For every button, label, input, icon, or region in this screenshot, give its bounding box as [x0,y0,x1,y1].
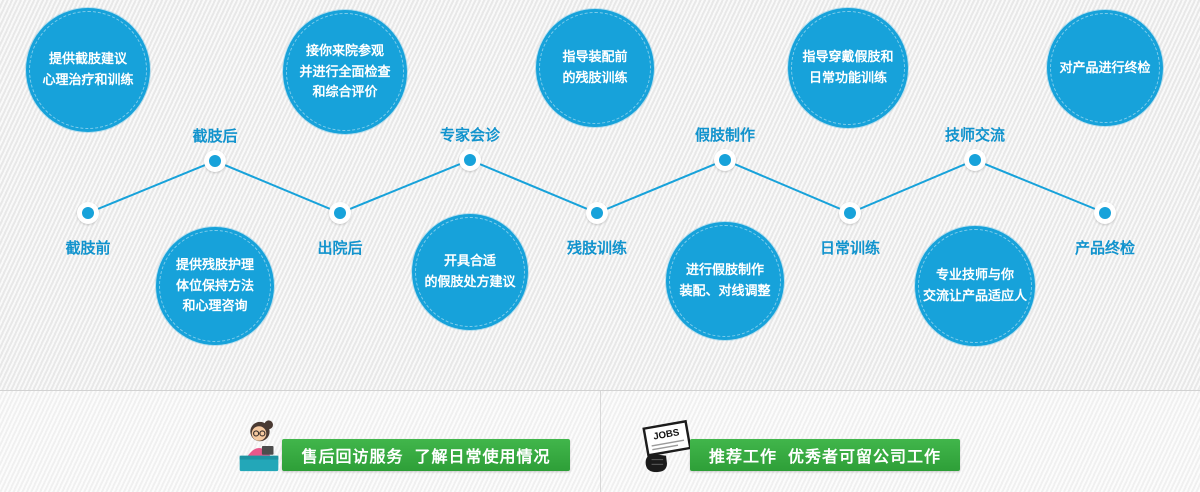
timeline-node [77,202,99,224]
info-bubble: 指导穿戴假肢和 日常功能训练 [788,8,908,128]
customer-service-woman-icon [239,420,279,472]
stage-label: 截肢后 [192,128,238,145]
timeline-node-dot [719,154,731,166]
info-bubble: 对产品进行终检 [1047,10,1163,126]
footer-section: 售后回访服务 了解日常使用情况 JOBS 推荐工作 优秀者可留公司工作 [0,390,1200,492]
timeline-node [839,202,861,224]
after-sales-banner[interactable]: 售后回访服务 了解日常使用情况 [282,439,570,471]
stage-label: 专家会诊 [439,127,500,144]
stage-label: 截肢前 [65,240,111,257]
service-timeline: 提供截肢建议 心理治疗和训练 接你来院参观 并进行全面检查 和综合评价 指导装配… [26,8,1163,346]
after-sales-banner-text: 售后回访服务 了解日常使用情况 [301,449,551,466]
info-bubble-text: 指导穿戴假肢和 日常功能训练 [802,49,894,85]
footer-vertical-divider [600,391,601,492]
info-bubble-text: 专业技师与你 交流让产品适应人 [922,267,1027,303]
info-bubble: 接你来院参观 并进行全面检查 和综合评价 [283,10,407,134]
stage-label: 出院后 [317,240,363,257]
info-bubble: 提供残肢护理 体位保持方法 和心理咨询 [156,227,274,345]
job-recommendation-banner-text: 推荐工作 优秀者可留公司工作 [709,449,941,466]
info-bubble-text: 接你来院参观 并进行全面检查 和综合评价 [299,42,391,100]
timeline-node-dot [209,155,221,167]
timeline-node [204,150,226,172]
info-bubble: 提供截肢建议 心理治疗和训练 [26,8,150,132]
jobs-newspaper-hand-icon: JOBS [642,419,692,473]
stage-label: 产品终检 [1074,240,1135,257]
info-bubble: 专业技师与你 交流让产品适应人 [915,226,1035,346]
timeline-node-dot [969,154,981,166]
stage-label: 残肢训练 [566,240,627,257]
job-recommendation-banner[interactable]: 推荐工作 优秀者可留公司工作 [690,439,960,471]
timeline-node [1094,202,1116,224]
jobs-icon-label: JOBS [653,427,681,442]
info-bubble-text: 对产品进行终检 [1059,59,1151,75]
timeline-node [329,202,351,224]
info-bubble: 进行假肢制作 装配、对线调整 [666,222,784,340]
info-bubble: 开具合适 的假肢处方建议 [412,214,528,330]
timeline-node [714,149,736,171]
timeline-node-dot [334,207,346,219]
timeline-node-dot [844,207,856,219]
info-bubble-text: 进行假肢制作 装配、对线调整 [679,262,771,298]
info-bubble-text: 提供截肢建议 心理治疗和训练 [42,51,134,87]
timeline-node-dot [82,207,94,219]
timeline-node [586,202,608,224]
timeline-node-dot [591,207,603,219]
info-bubble-text: 提供残肢护理 体位保持方法 和心理咨询 [175,256,254,314]
timeline-node-dot [1099,207,1111,219]
timeline-node-dot [464,154,476,166]
info-bubble: 指导装配前 的残肢训练 [536,9,654,127]
stage-label: 日常训练 [819,240,880,257]
timeline-node [459,149,481,171]
info-bubble-text: 开具合适 的假肢处方建议 [424,253,516,289]
stage-label: 技师交流 [944,127,1005,144]
timeline-node [964,149,986,171]
info-bubble-text: 指导装配前 的残肢训练 [562,49,628,85]
stage-label: 假肢制作 [694,127,755,144]
